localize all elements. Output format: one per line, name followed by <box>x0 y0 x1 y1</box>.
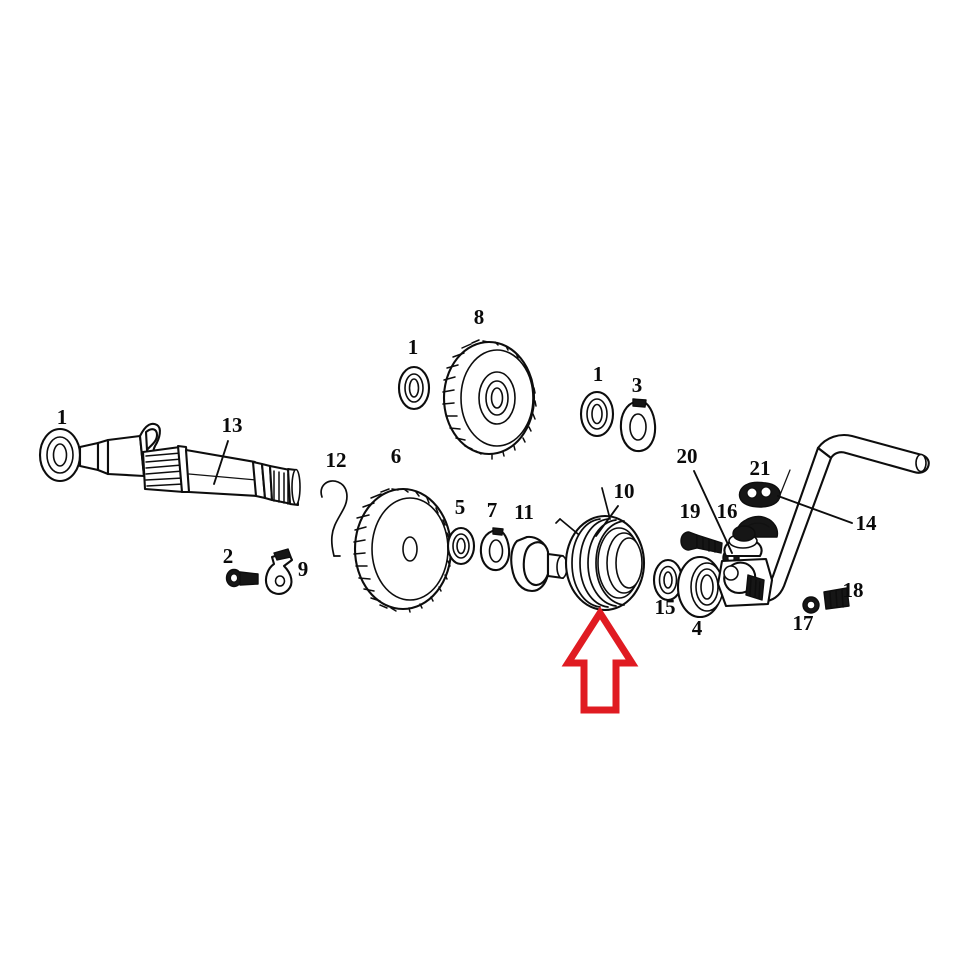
part-9-kick-starter-stopper-arm <box>264 548 294 595</box>
part-1-washer-right <box>579 390 615 438</box>
red-up-arrow-highlight <box>561 606 639 714</box>
callout-number-6: 6 <box>391 444 402 468</box>
callout-number-1b: 1 <box>408 335 419 359</box>
callout-leader-lines <box>213 440 853 554</box>
callout-number-17: 17 <box>793 611 814 635</box>
part-1-washer-left <box>38 427 82 483</box>
callout-number-5: 5 <box>455 495 466 519</box>
callout-numbers: 1 13 2 9 12 6 8 1 5 7 11 1 3 10 15 4 19 … <box>57 305 877 640</box>
callout-number-1a: 1 <box>57 405 68 429</box>
callout-number-11: 11 <box>514 500 534 524</box>
callout-number-4: 4 <box>692 616 703 640</box>
leader-20 <box>693 470 733 554</box>
callout-number-2: 2 <box>223 544 234 568</box>
callout-number-10: 10 <box>614 479 635 503</box>
callout-number-21: 21 <box>750 456 771 480</box>
callout-number-8: 8 <box>474 305 485 329</box>
leader-13 <box>213 440 229 485</box>
callout-number-13: 13 <box>222 413 243 437</box>
part-17-o-ring <box>802 596 820 614</box>
part-2-bolt <box>225 568 259 588</box>
callout-number-14: 14 <box>856 511 878 535</box>
part-10-kick-starter-return-spring <box>555 487 646 612</box>
callout-number-1c: 1 <box>593 362 604 386</box>
part-7-circlip <box>479 527 511 572</box>
part-13-kick-starter-spindle <box>78 422 301 507</box>
part-21-rubber-cap <box>738 481 781 508</box>
part-18-knurled-pin <box>823 587 850 610</box>
callout-number-19: 19 <box>680 499 701 523</box>
part-1-washer-center <box>397 365 431 411</box>
leader-14 <box>777 495 853 524</box>
part-19-pinch-bolt <box>680 531 723 554</box>
callout-number-9: 9 <box>298 557 309 581</box>
part-8-kick-starter-pinion-gear <box>442 339 537 460</box>
callout-number-18: 18 <box>843 578 864 602</box>
callout-number-16: 16 <box>717 499 738 523</box>
callout-number-3: 3 <box>632 373 643 397</box>
part-15-washer <box>652 558 684 602</box>
part-14-kick-starter-lever <box>716 434 930 608</box>
callout-number-12: 12 <box>326 448 347 472</box>
part-5-washer <box>446 526 476 566</box>
callout-number-7: 7 <box>487 498 498 522</box>
leader-10 <box>595 505 619 537</box>
part-3-snap-ring <box>619 398 657 453</box>
part-12-hook-spring <box>320 480 348 557</box>
part-4-ball-bearing <box>676 555 724 619</box>
callout-number-15: 15 <box>655 595 676 619</box>
callout-number-20: 20 <box>677 444 698 468</box>
part-11-ratchet-guide-collar <box>510 535 568 593</box>
